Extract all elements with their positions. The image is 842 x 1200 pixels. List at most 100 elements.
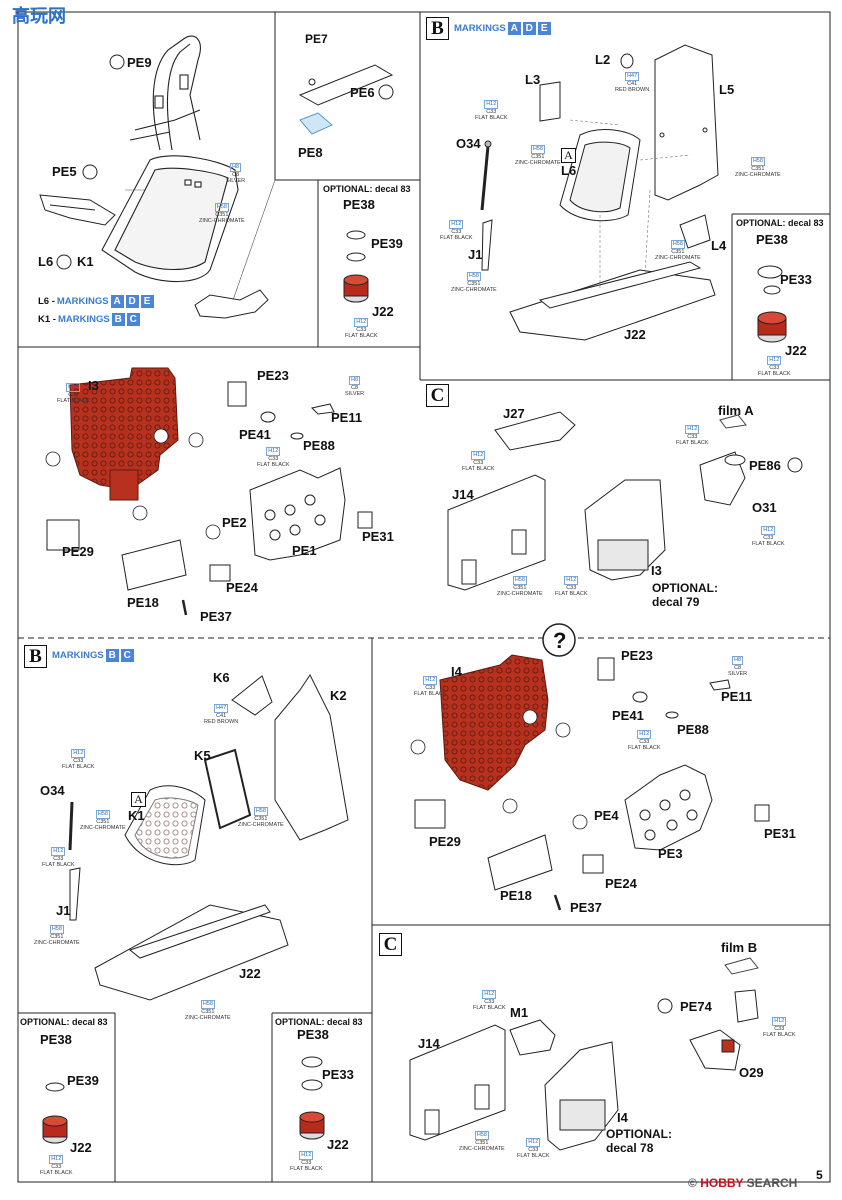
label-l6-b: L6 bbox=[561, 163, 577, 178]
step-letter-c: C bbox=[426, 384, 449, 407]
watermark-brand: HOBBY bbox=[700, 1176, 744, 1190]
label-pe29: PE29 bbox=[62, 544, 94, 559]
armor-plate-k2 bbox=[274, 674, 349, 841]
label-j1: J1 bbox=[468, 247, 483, 262]
label-i4-b: I4 bbox=[617, 1110, 628, 1125]
watermark-prefix: © bbox=[688, 1176, 697, 1190]
step-letter-b-2: B bbox=[24, 645, 47, 668]
optional-decal-d: OPTIONAL: decal 83 bbox=[275, 1017, 363, 1027]
label-pe88: PE88 bbox=[303, 438, 335, 453]
floor-j22-b bbox=[94, 904, 289, 1001]
panel-i4 bbox=[439, 654, 549, 791]
label-j14: J14 bbox=[452, 487, 474, 502]
step-letter-b: B bbox=[426, 17, 449, 40]
label-i3-b: I3 bbox=[651, 563, 662, 578]
pe5-part bbox=[39, 194, 116, 226]
optional-decal-78: OPTIONAL:decal 78 bbox=[606, 1127, 672, 1155]
label-j22-c: J22 bbox=[785, 343, 807, 358]
label-k5: K5 bbox=[194, 748, 211, 763]
label-pe4: PE4 bbox=[594, 808, 619, 823]
label-k2: K2 bbox=[330, 688, 347, 703]
label-j22-e: J22 bbox=[70, 1140, 92, 1155]
pe3-pe4-bezel bbox=[624, 764, 713, 851]
label-o31: O31 bbox=[752, 500, 777, 515]
optional-decal-79: OPTIONAL:decal 79 bbox=[652, 581, 718, 609]
label-i4: I4 bbox=[451, 664, 462, 679]
optional-decal: OPTIONAL: decal 83 bbox=[323, 184, 411, 194]
label-pe86: PE86 bbox=[749, 458, 781, 473]
label-pe38-b: PE38 bbox=[756, 232, 788, 247]
label-j14-b: J14 bbox=[418, 1036, 440, 1051]
label-l5: L5 bbox=[719, 82, 735, 97]
label-pe2: PE2 bbox=[222, 515, 247, 530]
label-i3: I3 bbox=[88, 378, 99, 393]
watermark-suffix: SEARCH bbox=[746, 1176, 798, 1190]
label-pe38-d: PE38 bbox=[297, 1027, 329, 1042]
panel-i3-grey bbox=[584, 479, 666, 581]
page-number: 5 bbox=[816, 1168, 823, 1182]
label-j22: J22 bbox=[372, 304, 394, 319]
label-pe41-b: PE41 bbox=[612, 708, 644, 723]
seat-l6 bbox=[101, 155, 239, 283]
label-l6: L6 bbox=[38, 254, 54, 269]
j14-frame-b bbox=[409, 1024, 506, 1141]
step-letter-a: A bbox=[561, 148, 576, 163]
label-j1-b: J1 bbox=[56, 903, 71, 918]
panel-i3 bbox=[69, 367, 179, 501]
label-j22-b: J22 bbox=[624, 327, 646, 342]
pe2-pe1-bezel bbox=[249, 467, 346, 561]
label-pe38: PE38 bbox=[343, 197, 375, 212]
label-j22-d: J22 bbox=[239, 966, 261, 981]
label-j22-f: J22 bbox=[327, 1137, 349, 1152]
label-pe5: PE5 bbox=[52, 164, 77, 179]
label-pe39-b: PE39 bbox=[67, 1073, 99, 1088]
label-pe24-b: PE24 bbox=[605, 876, 637, 891]
label-o34-b: O34 bbox=[40, 783, 65, 798]
label-pe11-b: PE11 bbox=[721, 689, 753, 704]
step-letter-a-2: A bbox=[131, 792, 146, 807]
label-pe29-b: PE29 bbox=[429, 834, 461, 849]
j22-knob bbox=[343, 274, 369, 303]
label-pe33: PE33 bbox=[780, 272, 812, 287]
seat-l6-b bbox=[559, 129, 641, 222]
floor-j22 bbox=[509, 261, 716, 341]
label-l3: L3 bbox=[525, 72, 541, 87]
watermark-bottom: © HOBBY SEARCH bbox=[688, 1176, 797, 1190]
label-pe18: PE18 bbox=[127, 595, 159, 610]
label-pe37-b: PE37 bbox=[570, 900, 602, 915]
label-m1: M1 bbox=[510, 1005, 529, 1020]
label-pe3: PE3 bbox=[658, 846, 683, 861]
label-pe18-b: PE18 bbox=[500, 888, 532, 903]
label-pe8: PE8 bbox=[298, 145, 323, 160]
label-pe23: PE23 bbox=[257, 368, 289, 383]
label-o29: O29 bbox=[739, 1065, 764, 1080]
label-k1: K1 bbox=[77, 254, 94, 269]
label-pe7: PE7 bbox=[305, 32, 328, 46]
page-frame bbox=[17, 11, 831, 1183]
label-pe39: PE39 bbox=[371, 236, 403, 251]
label-film-a: film A bbox=[718, 403, 754, 418]
